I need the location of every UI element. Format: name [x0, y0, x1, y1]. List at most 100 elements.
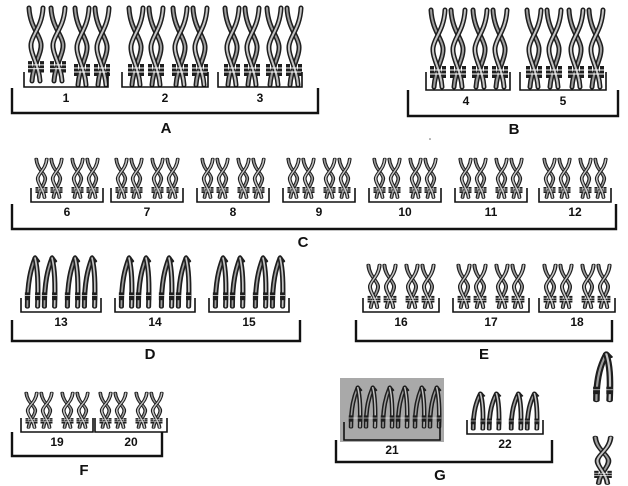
group-label-f: F — [79, 462, 88, 479]
speck — [429, 138, 431, 140]
pair-bracket — [425, 72, 511, 91]
chromosome — [525, 392, 539, 429]
chromosome — [492, 10, 508, 87]
pair-bracket — [196, 188, 270, 203]
chromosome — [384, 265, 397, 307]
group-a: 1 2 3 A — [10, 8, 320, 137]
pair-17: 17 — [452, 265, 530, 329]
chromosome — [33, 157, 50, 200]
chromosome — [568, 10, 584, 87]
chromosome — [592, 157, 609, 200]
chromosome — [474, 265, 487, 307]
pair-label-21: 21 — [385, 443, 399, 457]
chromosome — [371, 157, 388, 200]
pair-14: 14 — [114, 257, 196, 329]
pair-bracket — [121, 72, 209, 88]
chromosome — [164, 157, 181, 200]
pair-11: 11 — [454, 157, 528, 219]
pair-label-8: 8 — [230, 205, 237, 219]
pair-label-4: 4 — [463, 94, 470, 108]
pair-6: 6 — [30, 157, 104, 219]
chromosome — [213, 257, 228, 307]
pair-bracket — [282, 188, 356, 203]
chromosome — [112, 391, 129, 430]
chromosome — [244, 8, 260, 85]
pair-4: 4 — [425, 10, 511, 108]
pair-7: 7 — [110, 157, 184, 219]
group-d: 13 14 15 — [20, 257, 290, 329]
chromosome — [172, 8, 188, 85]
pair-label-18: 18 — [570, 315, 584, 329]
pair-label-12: 12 — [568, 205, 582, 219]
chromosome — [270, 257, 285, 307]
chromosome — [512, 265, 525, 307]
chromosome — [544, 265, 557, 307]
pair-label-17: 17 — [484, 315, 498, 329]
chromosome — [28, 8, 44, 81]
chromosome — [556, 157, 573, 200]
pair-18: 18 — [538, 265, 616, 329]
chromosome — [224, 8, 240, 85]
chromosome — [74, 391, 91, 430]
pair-15: 15 — [208, 257, 290, 329]
pair-bracket — [538, 188, 612, 203]
chromosome — [230, 257, 245, 307]
pair-13: 13 — [20, 257, 102, 329]
chromosome — [192, 8, 208, 85]
pair-bracket — [217, 72, 303, 88]
chromosome — [148, 391, 165, 430]
chromosome — [159, 257, 174, 307]
chromosome — [472, 10, 488, 87]
chromosome — [430, 10, 446, 87]
chromosome — [65, 257, 80, 307]
group-bracket-d — [10, 320, 302, 343]
x-chromosome — [594, 437, 612, 483]
chromosome — [541, 157, 558, 200]
group-e: 16 17 18 — [362, 265, 616, 329]
chromosome — [253, 257, 268, 307]
chromosome — [588, 10, 604, 87]
pair-bracket — [114, 298, 196, 313]
chromosome — [546, 10, 562, 87]
group-label-g: G — [434, 467, 446, 484]
pair-bracket — [30, 188, 104, 203]
chromosome — [577, 157, 594, 200]
chromosome — [582, 265, 595, 307]
group-bracket-e — [354, 320, 614, 343]
pair-9: 9 — [282, 157, 356, 219]
chromosome — [235, 157, 252, 200]
pair-label-15: 15 — [242, 315, 256, 329]
chromosome — [149, 157, 166, 200]
pair-22: 22 — [466, 392, 544, 451]
pair-label-16: 16 — [394, 315, 408, 329]
chromosome — [84, 157, 101, 200]
chromosome — [472, 157, 489, 200]
chromosome — [42, 257, 57, 307]
pair-bracket — [519, 72, 607, 91]
y-chromosome — [593, 353, 613, 401]
chromosome — [50, 8, 66, 81]
group-b: 4 5 B — [406, 10, 620, 138]
chromosome — [286, 8, 302, 85]
chromosome — [176, 257, 191, 307]
chromosome — [38, 391, 55, 430]
pair-19: 19 — [20, 391, 94, 449]
chromosome — [493, 157, 510, 200]
chromosome — [496, 265, 509, 307]
pair-label-20: 20 — [124, 435, 138, 449]
pair-bracket — [452, 298, 530, 313]
pair-bracket — [94, 418, 168, 433]
chromosome — [148, 8, 164, 85]
chromosome — [48, 157, 65, 200]
chromosome — [487, 392, 501, 429]
pair-label-14: 14 — [148, 315, 162, 329]
chromosome — [321, 157, 338, 200]
pair-20: 20 — [94, 391, 168, 449]
pair-label-19: 19 — [50, 435, 64, 449]
group-bracket-c — [10, 204, 618, 231]
pair-label-9: 9 — [316, 205, 323, 219]
chromosome — [128, 8, 144, 85]
group-label-a: A — [161, 120, 172, 137]
